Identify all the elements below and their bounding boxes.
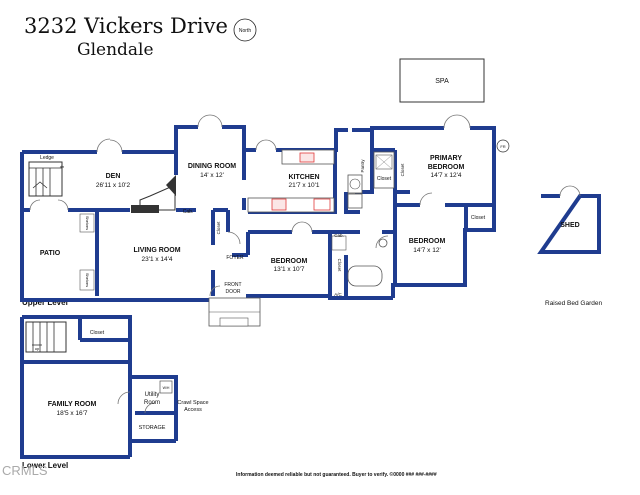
lower-level-caption: Lower Level — [22, 461, 69, 470]
front-door-label: FRONT — [224, 282, 241, 288]
living-label: LIVING ROOM — [133, 247, 180, 254]
watermark-logo: CRMLS — [2, 463, 48, 478]
closet-bedroom2: Closet — [471, 215, 486, 221]
bedroom-label: BEDROOM — [271, 258, 308, 265]
raised-bed-caption: Raised Bed Garden — [545, 300, 603, 307]
disclaimer-text: Information deemed reliable but not guar… — [236, 472, 437, 478]
upper-level-plan: Ledge dn DEN 26'11 x 10'2 DINING ROOM 14… — [20, 114, 510, 327]
den-label: DEN — [106, 173, 121, 180]
crawl-label-2: Access — [184, 407, 202, 413]
utility-label-2: Room — [144, 400, 160, 406]
utility-label: Utility — [145, 392, 160, 398]
cab-bath: Cab. — [334, 233, 344, 238]
shed: SHED — [537, 185, 601, 254]
pantry-label: Pantry — [360, 159, 365, 173]
closet-bedroom: Closet — [337, 259, 342, 273]
crawl-label: Crawl Space — [177, 400, 208, 406]
den-size: 26'11 x 10'2 — [96, 182, 131, 189]
property-city: Glendale — [77, 40, 154, 60]
spa: SPA — [399, 58, 485, 103]
living-size: 23'1 x 14'4 — [141, 256, 172, 263]
closet-lower: Closet — [90, 330, 105, 336]
kitchen-label: KITCHEN — [288, 174, 319, 181]
north-text: North — [239, 28, 251, 34]
wh-label: W/H — [163, 386, 170, 390]
shed-label: SHED — [560, 222, 579, 229]
closet-primary-label: Closet — [400, 163, 405, 177]
closet-primary-bath: Closet — [377, 176, 392, 182]
dining-label: DINING ROOM — [188, 163, 236, 170]
dn-label: dn — [60, 164, 64, 169]
up-label: up — [35, 346, 40, 351]
spa-label: SPA — [435, 78, 449, 85]
property-address: 3232 Vickers Drive — [24, 14, 228, 38]
storage-label: STORAGE — [139, 425, 166, 431]
ac-label: A/C — [334, 292, 342, 297]
bedroom2-label: BEDROOM — [409, 238, 446, 245]
primary-label: PRIMARY — [430, 155, 462, 162]
bedroom2-size: 14'7 x 12' — [413, 247, 440, 254]
primary-label-2: BEDROOM — [428, 164, 465, 171]
cab-living: Cab. — [183, 209, 194, 215]
front-door-label-2: DOOR — [226, 289, 241, 295]
bedroom-size: 13'1 x 10'7 — [273, 266, 304, 273]
patio-label: PATIO — [40, 250, 61, 257]
primary-size: 14'7 x 12'4 — [430, 172, 461, 179]
family-size: 18'5 x 16'7 — [56, 410, 87, 417]
foyer-label: FOYER — [226, 255, 244, 261]
shelves-label-2: Shelves — [85, 273, 90, 287]
lower-level-plan: Closet up FAMILY ROOM 18'5 x 16'7 Utilit… — [20, 315, 209, 459]
kitchen-size: 21'7 x 10'1 — [288, 182, 319, 189]
closet-foyer: Closet — [216, 221, 221, 235]
family-label: FAMILY ROOM — [48, 401, 97, 408]
dining-size: 14' x 12' — [200, 172, 224, 179]
shelves-label-1: Shelves — [85, 216, 90, 230]
fr-label: FR — [500, 144, 505, 149]
upper-level-caption: Upper Level — [22, 298, 68, 307]
ledge-label: Ledge — [40, 155, 54, 161]
north-badge: North — [233, 18, 257, 42]
